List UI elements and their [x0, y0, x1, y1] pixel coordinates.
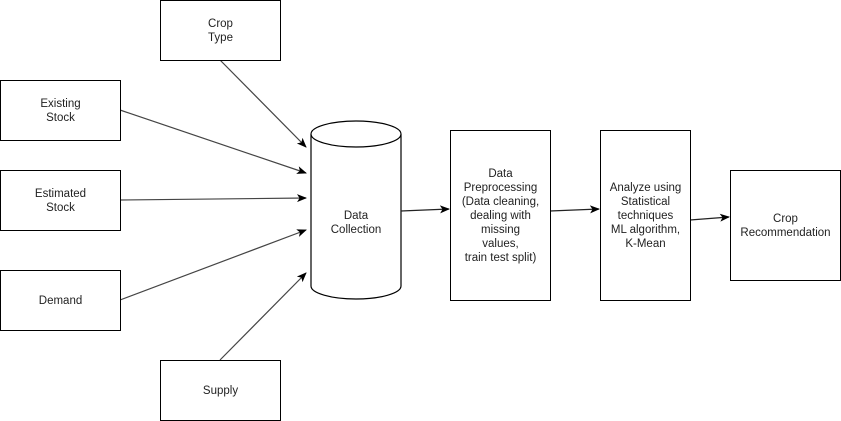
- demand-node[interactable]: Demand: [0, 270, 121, 331]
- analyze-label: Analyze using Statistical techniques ML …: [609, 181, 682, 250]
- demand-label: Demand: [38, 294, 83, 307]
- crop-type-label: Crop Type: [208, 17, 233, 44]
- edge-demand-to-collection: [119, 229, 307, 301]
- supply-label: Supply: [202, 384, 239, 397]
- data-collection-label: Data Collection: [330, 209, 382, 236]
- existing-stock-node[interactable]: Existing Stock: [0, 80, 121, 141]
- analyze-node[interactable]: Analyze using Statistical techniques ML …: [600, 130, 691, 301]
- edge-existing-stock-to-collection: [119, 109, 307, 174]
- existing-stock-label: Existing Stock: [40, 97, 81, 124]
- edge-estimated-stock-to-collection: [119, 194, 307, 203]
- edge-supply-to-collection: [219, 272, 307, 361]
- data-preprocessing-node[interactable]: Data Preprocessing (Data cleaning, deali…: [450, 130, 551, 301]
- estimated-stock-label: Estimated Stock: [34, 187, 87, 214]
- data-collection-cylinder[interactable]: [310, 120, 402, 300]
- crop-type-node[interactable]: Crop Type: [160, 0, 281, 61]
- estimated-stock-node[interactable]: Estimated Stock: [0, 170, 121, 231]
- supply-node[interactable]: Supply: [160, 360, 281, 421]
- data-preprocessing-label: Data Preprocessing (Data cleaning, deali…: [461, 167, 540, 264]
- edge-crop-type-to-collection: [219, 59, 307, 148]
- edge-analyze-to-recommendation: [689, 213, 730, 222]
- crop-recommendation-label: Crop Recommendation: [740, 212, 831, 239]
- crop-recommendation-node[interactable]: Crop Recommendation: [730, 170, 841, 281]
- edge-preprocessing-to-analyze: [549, 205, 600, 214]
- edge-collection-to-preprocessing: [400, 205, 450, 214]
